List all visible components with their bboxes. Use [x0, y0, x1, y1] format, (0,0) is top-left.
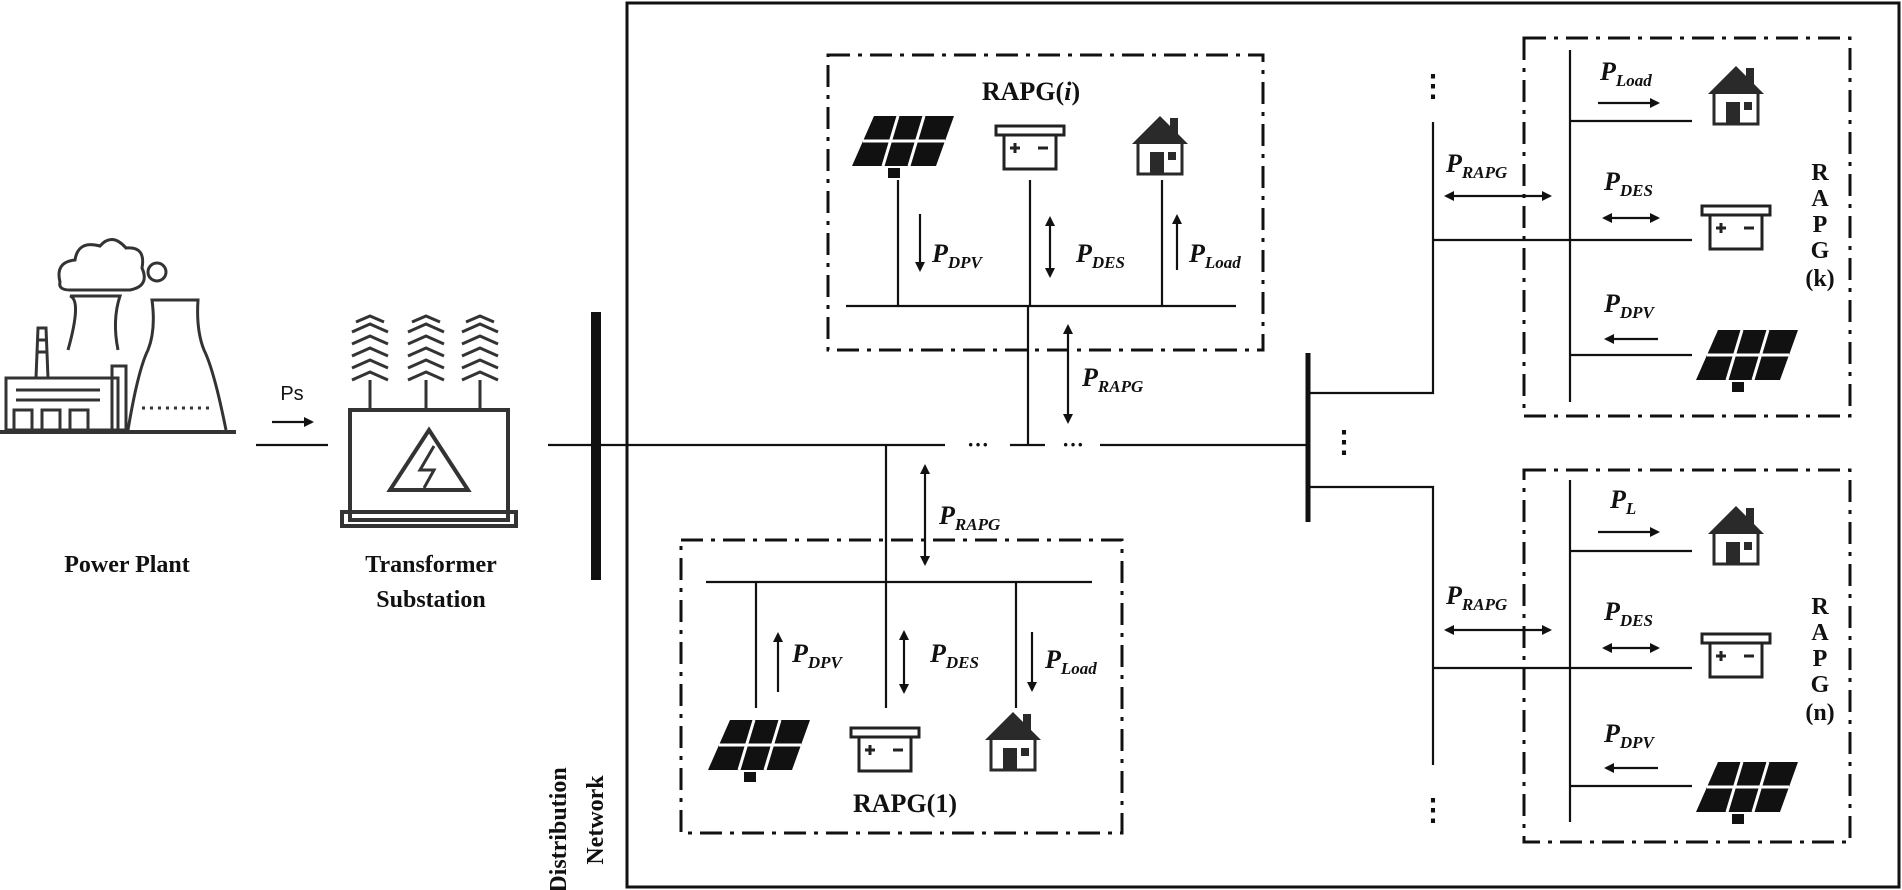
distribution-label-line2: Network — [583, 775, 609, 865]
rapg-n-p-des: PDES — [1603, 597, 1653, 630]
rapg-i-p-load: PLoad — [1188, 239, 1241, 272]
feeder-dots-1: ··· — [967, 432, 989, 457]
rapg-i-title: RAPG(i) — [982, 77, 1080, 106]
rapg-i-p-rapg: PRAPG — [1081, 363, 1144, 396]
house-icon — [1706, 504, 1766, 566]
rapg-k-p-rapg: PRAPG — [1445, 149, 1508, 182]
rapg-k-p-des: PDES — [1603, 167, 1653, 200]
rapg-1-p-load: PLoad — [1044, 645, 1097, 678]
right-bus-dots: ⋮ — [1329, 426, 1359, 459]
battery-icon — [1700, 632, 1772, 679]
feeder-n-dots: ⋮ — [1418, 794, 1448, 827]
rapg-n-p-l: PL — [1609, 485, 1636, 518]
rapg-i-box — [826, 53, 1265, 352]
transformer-icon — [340, 314, 518, 528]
rapg-k-title: R A P G (k) — [1805, 160, 1834, 292]
battery-icon — [1700, 204, 1772, 251]
transformer-label-line2: Substation — [376, 587, 485, 613]
rapg-i-p-dpv: PDPV — [931, 239, 984, 272]
rapg-1-box — [679, 538, 1124, 835]
svg-text:R: R — [1811, 160, 1829, 186]
power-plant-icon — [0, 238, 236, 434]
house-icon — [1706, 64, 1766, 126]
house-icon — [983, 710, 1043, 772]
rapg-n-box — [1522, 468, 1852, 844]
solar-panel-icon — [1694, 328, 1800, 394]
distribution-label-line1: Distribution — [546, 767, 572, 890]
rapg-n-title: R A P G (n) — [1805, 594, 1834, 726]
feeder-k-line — [1308, 122, 1435, 395]
ps-label: Ps — [280, 383, 303, 405]
rapg-1-p-rapg: PRAPG — [938, 501, 1001, 534]
svg-text:P: P — [1813, 646, 1828, 672]
rapg-n-p-rapg: PRAPG — [1445, 581, 1508, 614]
svg-text:A: A — [1811, 186, 1829, 212]
battery-icon — [994, 124, 1066, 171]
rapg-n-p-dpv: PDPV — [1603, 719, 1656, 752]
rapg-k-p-load: PLoad — [1599, 57, 1652, 90]
svg-text:R: R — [1811, 594, 1829, 620]
rapg-k-box — [1522, 36, 1852, 418]
svg-text:G: G — [1811, 238, 1830, 264]
battery-icon — [849, 726, 921, 773]
feeder-n-line — [1308, 485, 1435, 765]
svg-text:(k): (k) — [1805, 266, 1834, 292]
rapg-1-p-dpv: PDPV — [791, 639, 844, 672]
feeder-dots-2: ··· — [1062, 432, 1084, 457]
rapg-k-p-dpv: PDPV — [1603, 289, 1656, 322]
svg-text:A: A — [1811, 620, 1829, 646]
transformer-label-line1: Transformer — [365, 552, 497, 578]
rapg-i-p-des: PDES — [1075, 239, 1125, 272]
svg-text:(n): (n) — [1805, 700, 1834, 726]
solar-panel-icon — [1694, 760, 1800, 826]
feeder-k-dots: ⋮ — [1418, 70, 1448, 103]
power-plant-label: Power Plant — [64, 552, 190, 578]
rapg-1-p-des: PDES — [929, 639, 979, 672]
svg-text:G: G — [1811, 672, 1830, 698]
solar-panel-icon — [850, 114, 956, 180]
rapg-1-title: RAPG(1) — [853, 789, 957, 818]
solar-panel-icon — [706, 718, 812, 784]
svg-text:P: P — [1813, 212, 1828, 238]
house-icon — [1130, 114, 1190, 176]
